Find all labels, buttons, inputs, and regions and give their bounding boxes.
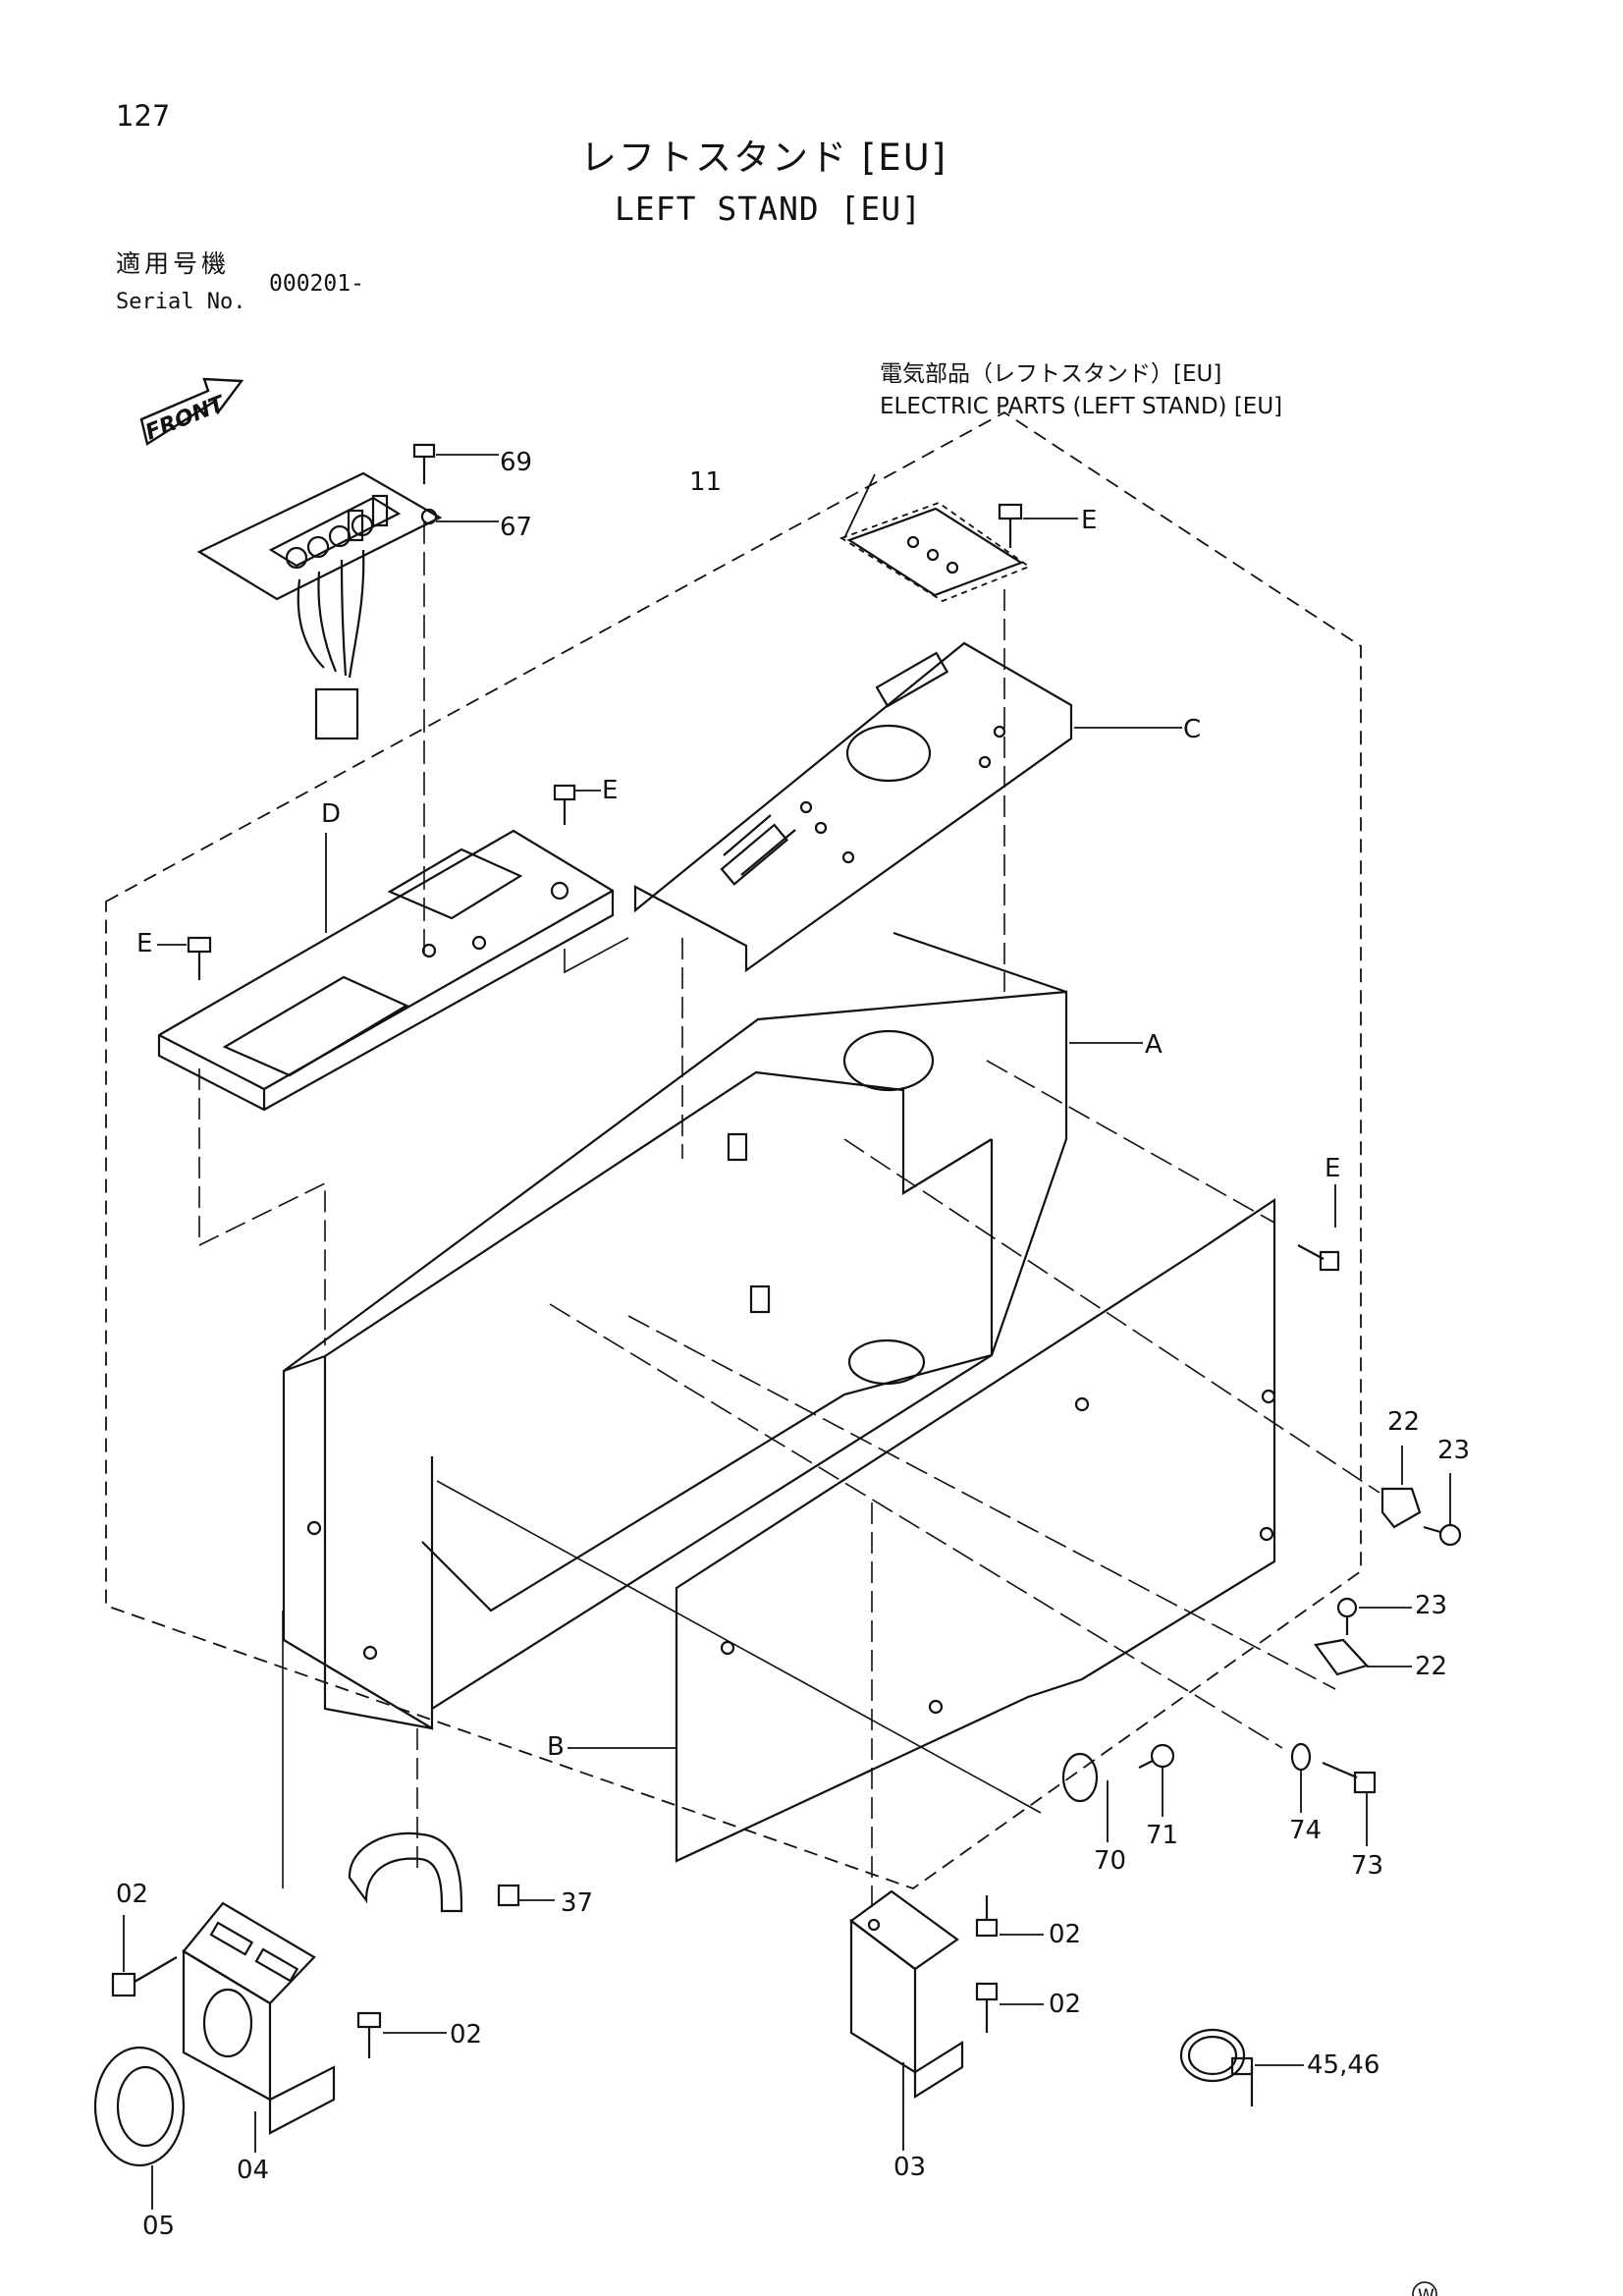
electric-parts-boundary [839,501,1031,603]
washer-74-icon [1290,1742,1312,1813]
page-number: 127 [116,99,171,133]
toggle-switch-icon [285,494,389,570]
serial-label-english: Serial No. [116,290,246,314]
callout-03: 03 [893,2153,927,2182]
corner-mark-icon: W [1412,2281,1437,2296]
callout-22-lower: 22 [1415,1652,1448,1681]
callout-37: 37 [561,1888,594,1918]
callout-b: B [547,1732,565,1762]
side-plate-b [675,1197,1276,1863]
bolt-e-left-icon [157,936,212,980]
assembly-boundary-11 [105,410,1362,1890]
bolt-02-bracket-04-icon [356,2011,447,2058]
stand-body-a [282,931,1068,1730]
callout-e-right: E [1325,1154,1341,1183]
clip-22-upper-icon [1380,1446,1422,1529]
callout-23-upper: 23 [1437,1436,1471,1465]
screw-23-lower-icon [1336,1597,1412,1635]
bolt-02-left-icon [111,1915,178,1997]
callout-74: 74 [1289,1816,1323,1845]
bolt-73-icon [1322,1761,1377,1846]
bracket-03 [849,1889,964,2099]
callout-70: 70 [1094,1846,1127,1876]
seal-05-icon [93,2046,186,2167]
callout-23-lower: 23 [1415,1591,1448,1620]
page-title-english: LEFT STAND [EU] [615,190,923,228]
corner-mark-letter: W [1418,2286,1434,2296]
callout-71: 71 [1146,1821,1179,1850]
clip-22-lower-icon [1314,1638,1412,1676]
screw-23-upper-icon [1423,1473,1462,1547]
callout-e-top: E [1081,506,1098,535]
callout-d: D [321,799,342,829]
bolt-e-top-icon [998,503,1078,548]
callout-e-left: E [136,929,153,958]
hole-67-icon [420,508,438,525]
page-title-japanese: レフトスタンド [EU] [580,137,948,179]
callout-04: 04 [237,2156,270,2185]
hose-band-45-46-icon [1179,2028,1254,2106]
callout-e-panel-d: E [602,776,619,805]
callout-02-bracket-upper: 02 [1049,1920,1082,1949]
electric-parts-label-japanese: 電気部品（レフトスタンド）[EU] [880,361,1222,387]
grommet-37-icon [348,1831,520,1913]
callout-67: 67 [500,513,533,542]
callout-45-46: 45,46 [1307,2050,1380,2080]
bolt-e-panel-d-icon [553,784,601,825]
serial-number-value: 000201- [269,271,364,297]
serial-label-japanese: 適用号機 [116,249,231,278]
bolt-02-bracket-upper-icon [975,1895,1044,1938]
callout-02-left: 02 [116,1880,149,1909]
bolt-02-bracket-lower-icon [975,1982,1044,2033]
callout-02-bracket-lower: 02 [1049,1990,1082,2019]
bolt-71-icon [1138,1743,1175,1817]
clamp-70-icon [1061,1752,1109,1842]
bolt-69-icon [412,443,499,484]
bolt-e-right-icon [1297,1184,1340,1272]
electric-parts-label-english: ELECTRIC PARTS (LEFT STAND) [EU] [880,394,1283,419]
callout-c: C [1183,715,1202,744]
callout-05: 05 [142,2212,176,2241]
callout-22-upper: 22 [1387,1407,1421,1437]
callout-02-bracket-04: 02 [450,2020,483,2050]
panel-d [157,829,615,1112]
callout-69: 69 [500,448,533,477]
callout-11: 11 [689,467,723,497]
top-cover-c [633,641,1073,973]
callout-73: 73 [1351,1851,1384,1881]
electric-parts-plate [846,507,1024,597]
front-arrow-icon: FRONT [139,377,244,446]
switch-panel-67 [196,471,443,740]
callout-a: A [1145,1030,1163,1060]
bracket-04 [182,1901,336,2135]
